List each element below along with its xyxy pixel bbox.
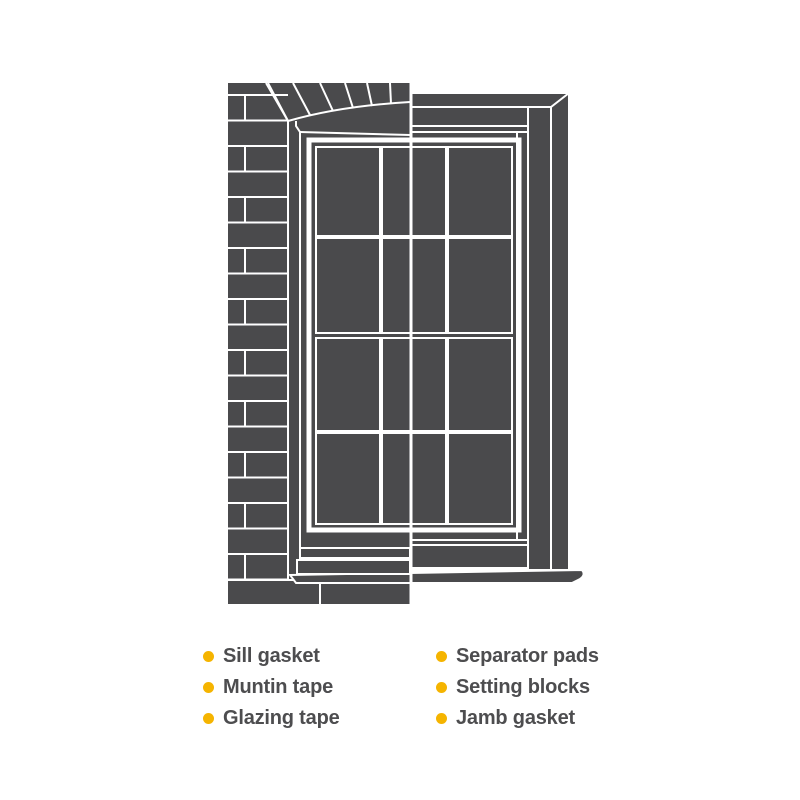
legend-label: Jamb gasket — [456, 707, 575, 729]
bullet-icon — [203, 682, 214, 693]
bullet-icon — [203, 713, 214, 724]
bullet-icon — [436, 713, 447, 724]
legend-item: Sill gasket — [203, 645, 320, 668]
legend-label: Sill gasket — [223, 645, 320, 667]
arch-voussoirs — [267, 82, 392, 122]
bullet-icon — [436, 682, 447, 693]
legend-item: Glazing tape — [203, 707, 340, 730]
legend-label: Glazing tape — [223, 707, 340, 729]
legend-label: Muntin tape — [223, 676, 334, 698]
upper-glass — [315, 146, 513, 334]
legend-item: Separator pads — [436, 645, 599, 668]
legend-label: Setting blocks — [456, 676, 590, 698]
window-sash — [306, 137, 522, 533]
brick-joint — [366, 82, 373, 107]
brick-joint — [292, 82, 311, 116]
brick-joint — [389, 82, 392, 105]
bullet-icon — [436, 651, 447, 662]
legend-label: Separator pads — [456, 645, 599, 667]
brick-joint — [267, 82, 289, 122]
legend-item: Setting blocks — [436, 676, 590, 699]
sill — [288, 568, 585, 584]
arch — [265, 82, 411, 123]
muntins — [316, 147, 512, 524]
legend-item: Jamb gasket — [436, 707, 575, 730]
brick-joint — [319, 82, 334, 112]
bullet-icon — [203, 651, 214, 662]
brick-joint — [344, 82, 354, 109]
legend-item: Muntin tape — [203, 676, 333, 699]
